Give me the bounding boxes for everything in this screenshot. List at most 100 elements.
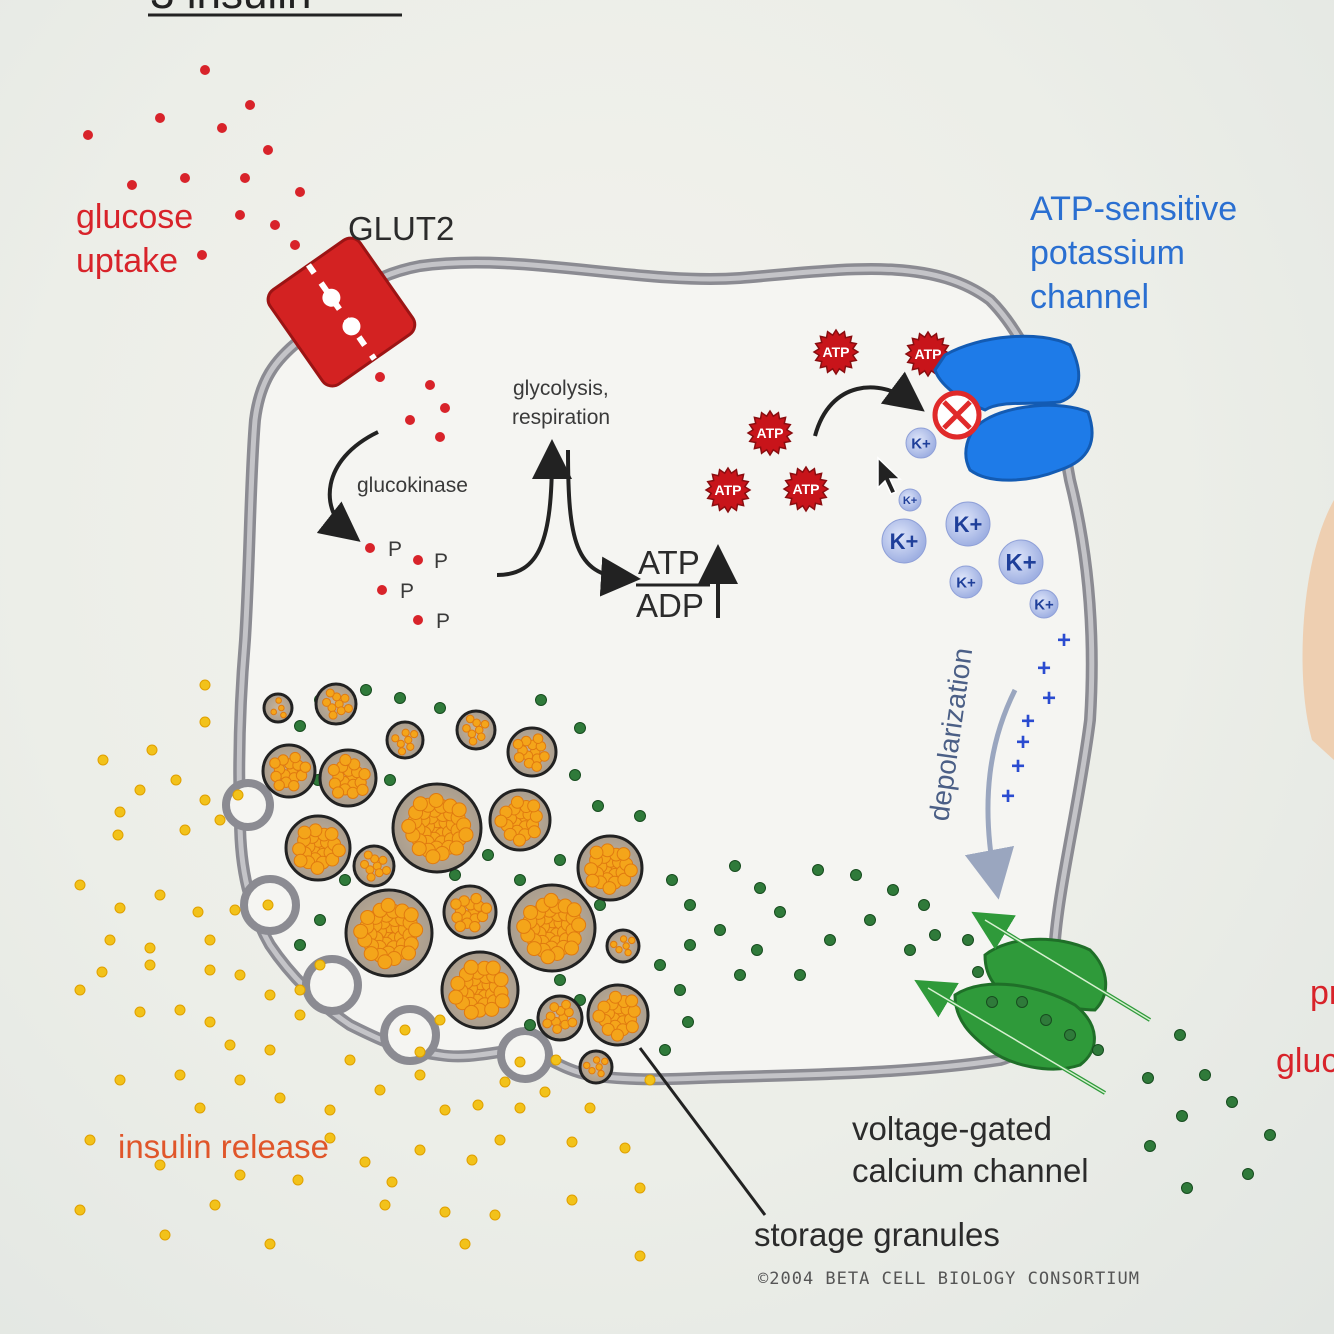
svg-text:P: P <box>436 610 450 633</box>
calcium-ion <box>1142 1072 1154 1084</box>
insulin-molecule <box>619 1142 631 1154</box>
released-insulin <box>74 679 656 1262</box>
calcium-ion <box>812 864 824 876</box>
calcium-ion <box>360 684 372 696</box>
calcium-ion <box>684 899 696 911</box>
svg-text:ATP: ATP <box>823 344 850 360</box>
glucose-dot <box>245 100 255 110</box>
calcium-ion <box>684 939 696 951</box>
glucose-dot <box>270 220 280 230</box>
insulin-molecule <box>459 1238 471 1250</box>
insulin-molecule <box>264 989 276 1001</box>
granule-icon <box>586 983 650 1047</box>
potassium-ion-icon: K+ <box>898 488 922 512</box>
neighbor-figure-edge <box>1302 500 1334 760</box>
insulin-molecule <box>374 1084 386 1096</box>
insulin-molecule <box>466 1154 478 1166</box>
insulin-molecule <box>134 1006 146 1018</box>
insulin-molecule <box>209 1199 221 1211</box>
insulin-molecule <box>386 1176 398 1188</box>
glucose-dot <box>127 180 137 190</box>
svg-text:K+: K+ <box>890 529 919 554</box>
calcium-ion <box>314 914 326 926</box>
calcium-ion <box>384 774 396 786</box>
calcium-ion <box>904 944 916 956</box>
granule-icon <box>442 884 498 940</box>
insulin-molecule <box>434 1014 446 1026</box>
insulin-molecule <box>314 959 326 971</box>
blocked-x-icon <box>932 390 982 440</box>
calcium-ion <box>774 906 786 918</box>
calcium-ion <box>654 959 666 971</box>
granule-icon <box>536 994 584 1042</box>
insulin-molecule <box>114 902 126 914</box>
insulin-molecule <box>134 784 146 796</box>
calcium-ion <box>592 800 604 812</box>
insulin-molecule <box>294 984 306 996</box>
insulin-molecule <box>566 1136 578 1148</box>
insulin-molecule <box>199 679 211 691</box>
calcium-ion <box>659 1044 671 1056</box>
insulin-molecule <box>566 1194 578 1206</box>
svg-text:ADP: ADP <box>636 587 704 624</box>
granule-icon <box>344 888 434 978</box>
calcium-ion <box>714 924 726 936</box>
calcium-ion <box>1092 1044 1104 1056</box>
glucose-dot <box>405 415 415 425</box>
svg-text:K+: K+ <box>1034 596 1054 613</box>
insulin-molecule <box>234 969 246 981</box>
atp-molecule-icon: ATP <box>704 466 752 514</box>
granule-icon <box>318 748 378 808</box>
calcium-ion <box>734 969 746 981</box>
positive-charge-icon: + <box>1021 708 1035 735</box>
calcium-channel-label-1: voltage-gated <box>852 1110 1052 1147</box>
calcium-ion <box>1264 1129 1276 1141</box>
insulin-molecule <box>584 1102 596 1114</box>
calcium-ion <box>850 869 862 881</box>
storage-granules <box>261 682 650 1085</box>
insulin-molecule <box>214 814 226 826</box>
insulin-molecule <box>194 1102 206 1114</box>
insulin-molecule <box>146 744 158 756</box>
katp-label-1: ATP-sensitive <box>1030 190 1237 228</box>
insulin-molecule <box>514 1102 526 1114</box>
calcium-ion <box>294 720 306 732</box>
calcium-ion <box>1226 1096 1238 1108</box>
calcium-ion <box>482 849 494 861</box>
insulin-release-label: insulin release <box>118 1128 329 1165</box>
svg-text:ATP: ATP <box>793 481 820 497</box>
calcium-ion <box>729 860 741 872</box>
insulin-molecule <box>414 1069 426 1081</box>
calcium-ion <box>962 934 974 946</box>
insulin-molecule <box>114 1074 126 1086</box>
katp-label-2: potassium <box>1030 234 1185 272</box>
to-glycolysis-arrow <box>496 439 572 577</box>
granule-icon <box>576 834 644 902</box>
glucose-uptake-label-1: glucose <box>76 198 193 236</box>
granule-icon <box>507 883 597 973</box>
glucokinase-arrow <box>316 430 379 542</box>
svg-text:ATP: ATP <box>757 425 784 441</box>
glucose-molecules-inside <box>375 372 450 442</box>
calcium-ion <box>514 874 526 886</box>
glycolysis-label-2: respiration <box>512 406 610 429</box>
svg-text:P: P <box>400 580 414 603</box>
depolarization-arrow <box>964 688 1018 900</box>
positive-charge-icon: + <box>1016 729 1030 756</box>
atp-adp-ratio: ATP ADP <box>636 544 738 624</box>
granule-icon <box>488 788 552 852</box>
insulin-molecule <box>234 1169 246 1181</box>
insulin-molecule <box>494 1134 506 1146</box>
insulin-molecule <box>324 1104 336 1116</box>
calcium-ion <box>972 966 984 978</box>
positive-charge-icon: + <box>1011 753 1025 780</box>
insulin-molecule <box>489 1209 501 1221</box>
insulin-molecule <box>229 904 241 916</box>
calcium-ion <box>1199 1069 1211 1081</box>
calcium-ion <box>524 1019 536 1031</box>
glucose-dot <box>83 130 93 140</box>
calcium-ion <box>751 944 763 956</box>
atp-molecule-icon: ATP <box>746 409 794 457</box>
insulin-molecule <box>97 754 109 766</box>
